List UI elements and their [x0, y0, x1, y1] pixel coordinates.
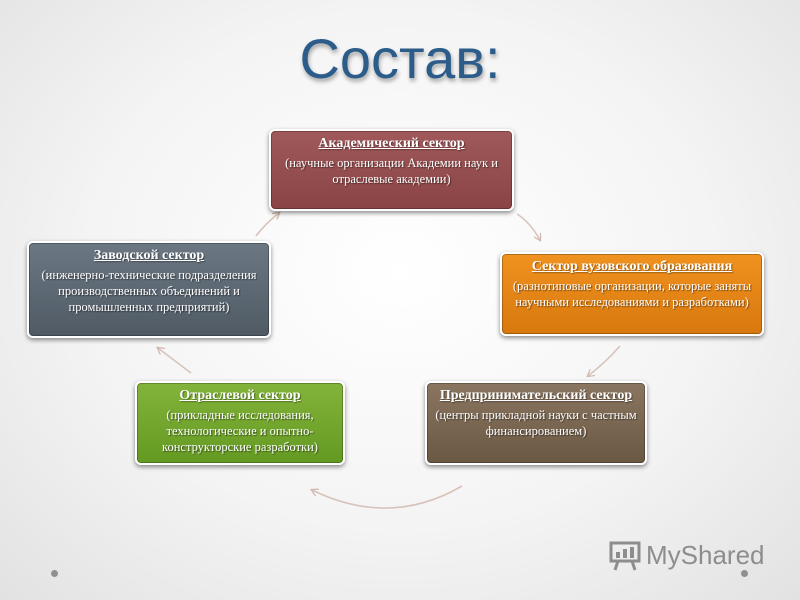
arrow-industry-to-factory [158, 348, 192, 374]
presentation-board-icon [609, 541, 641, 571]
slide-title: Состав: [299, 27, 501, 90]
factory-sector-desc: (инженерно-технические подразделения про… [41, 268, 257, 314]
entrepreneurial-sector-desc: (центры прикладной науки с частным финан… [435, 408, 637, 438]
watermark-logo: MyShared [608, 538, 765, 572]
university-sector-title: Сектор вузовского образования [531, 259, 733, 274]
entrepreneurial-sector-box: Предпринимательский сектор (центры прикл… [425, 381, 647, 465]
arrow-entrepreneurial-to-industry [312, 485, 463, 509]
arrow-factory-to-academic [255, 213, 279, 237]
industry-sector-box: Отраслевой сектор (прикладные исследован… [135, 381, 345, 465]
arrow-university-to-entrepreneurial [588, 345, 621, 376]
arrow-academic-to-university [516, 213, 540, 240]
corner-dot [51, 570, 58, 577]
academic-sector-desc: (научные организации Академии наук и отр… [285, 156, 498, 186]
university-sector-box: Сектор вузовского образования (разнотипо… [500, 252, 764, 336]
factory-sector-box: Заводской сектор (инженерно-технические … [27, 241, 271, 338]
watermark-text: MyShared [646, 539, 765, 570]
industry-sector-desc: (прикладные исследования, технологически… [162, 408, 318, 454]
academic-sector-title: Академический сектор [318, 136, 465, 151]
university-sector-desc: (разнотиповые организации, которые занят… [512, 279, 752, 309]
academic-sector-box: Академический сектор (научные организаци… [269, 129, 514, 211]
corner-dot [741, 570, 748, 577]
factory-sector-title: Заводской сектор [93, 248, 205, 263]
entrepreneurial-sector-title: Предпринимательский сектор [439, 388, 633, 403]
industry-sector-title: Отраслевой сектор [179, 388, 301, 403]
